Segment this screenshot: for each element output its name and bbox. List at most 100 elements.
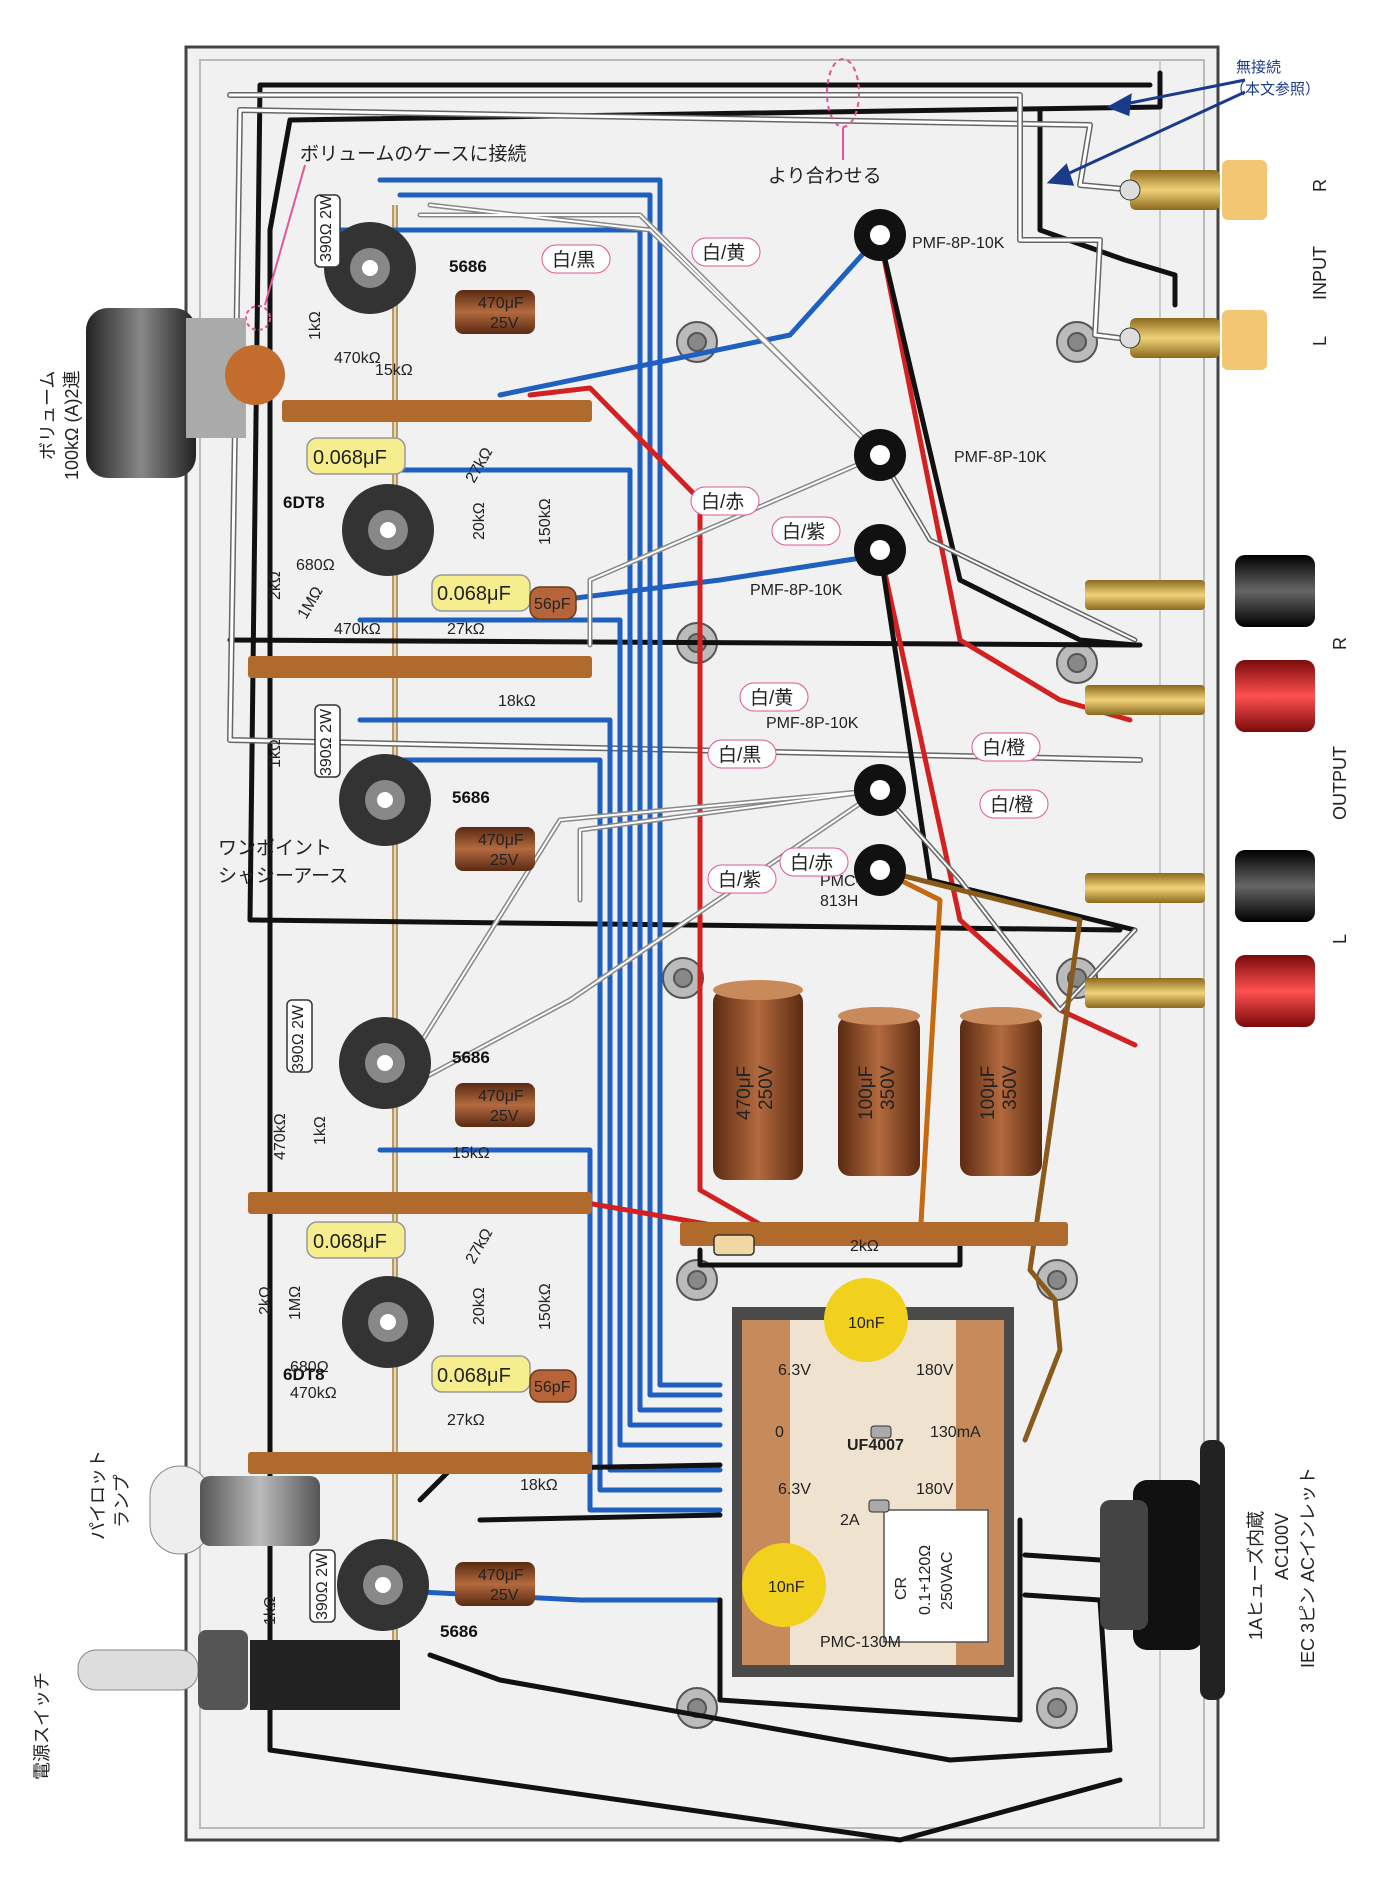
tube-socket-v2 [342,484,434,576]
label-tube-v5: 6DT8 [283,1365,325,1384]
label-zero: 0 [775,1424,784,1441]
bolt [1036,1687,1078,1729]
label-one-point-2: シャシーアース [218,866,348,887]
power-switch[interactable] [77,1630,400,1710]
tube-socket-v3 [339,754,431,846]
label-2a: 2A [840,1512,860,1529]
label-output-l: L [1330,934,1350,944]
label-r1m-2: 1MΩ [287,1286,304,1320]
label-cr-value: 0.1+120Ω [917,1545,934,1615]
input-jack-l [1119,310,1267,370]
label-r15k-2: 15kΩ [452,1145,490,1162]
label-v63-2: 6.3V [778,1481,811,1498]
label-r680-1: 680Ω [296,557,335,574]
tube-socket-v4 [339,1017,431,1109]
output-transformer-rings [854,209,906,896]
volume-knob[interactable] [86,308,285,478]
label-cap-470u-3: 470μF [478,1088,524,1105]
tube-socket-v1 [324,222,416,314]
label-r20k-2: 20kΩ [471,1287,488,1325]
label-output-r: R [1330,637,1350,650]
label-cap-470u-1: 470μF [478,295,524,312]
label-r27k-4: 27kΩ [447,1412,485,1429]
label-r390-2: 390Ω 2W [318,708,335,776]
label-one-point-1: ワンポイント [218,837,332,859]
label-tube-v6: 5686 [440,1622,478,1641]
label-ceramic-10nf-1: 10nF [848,1315,885,1332]
label-r150k-2: 150kΩ [537,1283,554,1330]
label-cr-voltage: 250VAC [939,1552,956,1610]
speaker-post-l-neg [1085,850,1315,922]
ac-inlet [1100,1440,1225,1700]
label-cap-25v-3: 25V [490,1108,519,1125]
label-bigcap-1-value: 470μF [734,1066,755,1120]
label-power-transformer: PMC-130M [820,1634,901,1651]
svg-text:白/赤: 白/赤 [701,491,744,513]
wire-tags: 白/黒 白/黄 白/赤 白/紫 白/黄 白/黒 白/橙 白/橙 白/紫 白/赤 [541,237,1049,894]
label-r27k-2: 27kΩ [447,621,485,638]
input-jack-r [1119,160,1267,220]
label-v180-1: 180V [916,1362,954,1379]
label-inlet-1: 1Aヒューズ内蔵 [1246,1511,1266,1640]
svg-text:白/紫: 白/紫 [718,869,761,891]
svg-text:白/橙: 白/橙 [990,794,1033,816]
wire-tag: 白/紫 [771,516,841,546]
label-volume-case: ボリュームのケースに接続 [300,143,526,165]
label-cap-25v-1: 25V [490,315,519,332]
label-input-r: R [1310,179,1330,192]
label-r390-1: 390Ω 2W [318,194,335,262]
label-cr: CR [893,1577,910,1600]
wire-tag: 白/黄 [691,237,761,267]
label-r390-3: 390Ω 2W [290,1004,307,1072]
big-electrolytics [713,980,1042,1180]
label-r20k-1: 20kΩ [471,502,488,540]
label-cap-068-1: 0.068μF [313,447,387,469]
label-cap-068-3: 0.068μF [313,1231,387,1253]
label-input-l: L [1310,336,1330,346]
bolt [1056,321,1098,363]
label-pilot-2: ランプ [112,1475,132,1528]
label-r18k-2: 18kΩ [520,1477,558,1494]
label-inlet-3: IEC 3ピン ACインレット [1298,1467,1318,1668]
output-posts [1085,555,1315,1027]
wire-tag: 白/紫 [707,864,777,894]
no-connect-arrows [1046,78,1246,186]
bolt [676,1259,718,1301]
label-r1k-2: 1kΩ [267,739,284,768]
label-cap-56p-1: 56pF [534,596,571,613]
tube-sockets [324,222,434,1631]
label-cap-25v-4: 25V [490,1587,519,1604]
bolt [676,1687,718,1729]
tube-socket-v5 [342,1276,434,1368]
power-transformer [732,1278,1014,1677]
label-r470k-2: 470kΩ [334,621,381,638]
label-ceramic-10nf-2: 10nF [768,1579,805,1596]
input-jacks [1119,160,1267,370]
wire-tag: 白/黒 [541,244,611,274]
label-pmf-2: PMF-8P-10K [954,449,1047,466]
label-no-connect-2: （本文参照） [1230,81,1320,98]
label-power-switch: 電源スイッチ [32,1672,52,1780]
label-tube-v2: 6DT8 [283,493,325,512]
label-r2k-pwr: 2kΩ [850,1238,879,1255]
label-cap-068-4: 0.068μF [437,1365,511,1387]
label-no-connect-1: 無接続 [1236,59,1281,76]
wire-tag: 白/黄 [739,682,809,712]
label-pmf-4: PMF-8P-10K [766,715,859,732]
film-caps [306,437,531,1393]
small-electrolytics [455,290,535,1606]
label-cap-25v-2: 25V [490,852,519,869]
label-bigcap-3-voltage: 350V [1000,1065,1021,1110]
resistor-bodies [286,194,755,1623]
label-pilot-1: パイロット [88,1450,108,1540]
svg-text:白/橙: 白/橙 [982,737,1025,759]
tube-socket-v6 [337,1539,429,1631]
pilot-lamp [149,1465,320,1555]
label-inlet-2: AC100V [1272,1513,1292,1580]
label-r470k-4: 470kΩ [290,1385,337,1402]
label-pmf-3: PMF-8P-10K [750,582,843,599]
speaker-post-r-pos [1085,660,1315,732]
wire-tag: 白/赤 [779,847,849,877]
label-r1k-4: 1kΩ [262,1596,279,1625]
